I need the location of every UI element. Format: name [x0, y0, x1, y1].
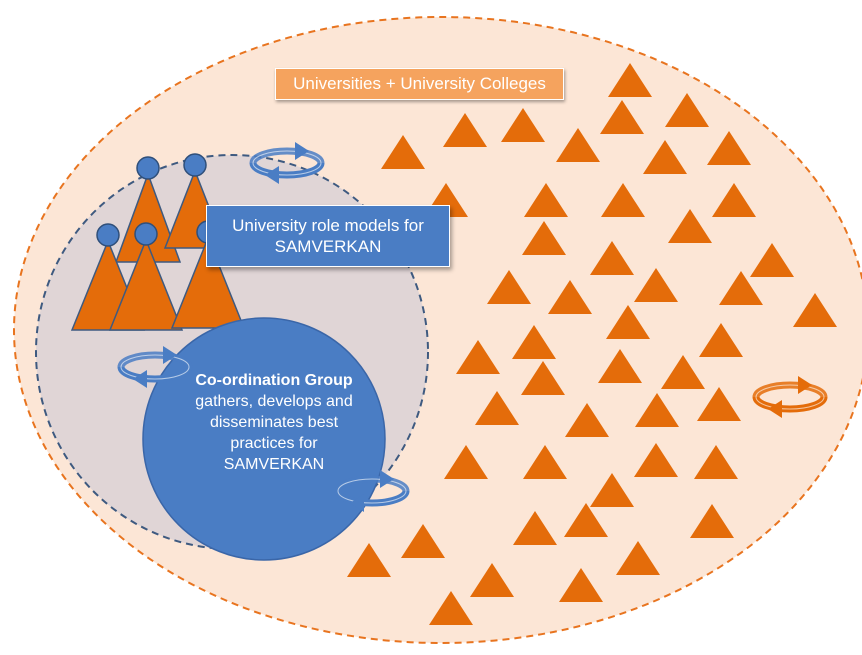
triangle-icon	[643, 140, 687, 174]
cycle-arrows-icon	[334, 470, 410, 512]
triangle-icon	[616, 541, 660, 575]
triangle-icon	[601, 183, 645, 217]
triangle-icon	[606, 305, 650, 339]
coordination-group-description: gathers, develops and disseminates best …	[195, 393, 353, 473]
triangle-icon	[559, 568, 603, 602]
triangle-icon	[694, 445, 738, 479]
cycle-arrows-icon	[249, 142, 325, 184]
triangle-icon	[556, 128, 600, 162]
triangle-icon	[524, 183, 568, 217]
triangle-icon	[522, 221, 566, 255]
triangle-icon	[456, 340, 500, 374]
triangle-icon	[697, 387, 741, 421]
role-models-label: University role models for SAMVERKAN	[206, 205, 450, 267]
cycle-arrows-icon	[752, 376, 828, 418]
triangle-icon	[443, 113, 487, 147]
triangle-icon	[699, 323, 743, 357]
triangle-icon	[598, 349, 642, 383]
triangle-icon	[634, 443, 678, 477]
universities-label: Universities + University Colleges	[275, 68, 564, 100]
role-model-figures	[70, 153, 246, 331]
triangle-icon	[712, 183, 756, 217]
triangle-icon	[521, 361, 565, 395]
cycle-arrows-icon	[117, 346, 193, 388]
triangle-icon	[565, 403, 609, 437]
person-cone-icon	[108, 222, 184, 331]
triangle-icon	[470, 563, 514, 597]
triangle-icon	[475, 391, 519, 425]
triangle-icon	[590, 241, 634, 275]
triangle-icon	[444, 445, 488, 479]
triangle-icon	[750, 243, 794, 277]
coordination-group-text: Co-ordination Group gathers, develops an…	[190, 370, 358, 475]
triangle-icon	[347, 543, 391, 577]
triangle-icon	[429, 591, 473, 625]
triangle-icon	[523, 445, 567, 479]
triangle-icon	[590, 473, 634, 507]
triangle-icon	[608, 63, 652, 97]
triangle-icon	[548, 280, 592, 314]
triangle-icon	[690, 504, 734, 538]
triangle-icon	[501, 108, 545, 142]
triangle-icon	[707, 131, 751, 165]
triangle-icon	[634, 268, 678, 302]
triangle-icon	[635, 393, 679, 427]
coordination-group-title: Co-ordination Group	[195, 372, 353, 389]
university-triangles	[347, 63, 837, 625]
triangle-icon	[668, 209, 712, 243]
triangle-icon	[512, 325, 556, 359]
triangle-icon	[665, 93, 709, 127]
person-cone-icon	[114, 156, 182, 263]
triangle-icon	[661, 355, 705, 389]
triangle-icon	[513, 511, 557, 545]
triangle-icon	[487, 270, 531, 304]
triangle-icon	[401, 524, 445, 558]
coordination-group-circle	[142, 317, 386, 561]
triangle-icon	[600, 100, 644, 134]
triangle-icon	[564, 503, 608, 537]
triangle-icon	[719, 271, 763, 305]
triangle-icon	[793, 293, 837, 327]
cycle-icons	[117, 142, 828, 512]
triangle-icon	[381, 135, 425, 169]
